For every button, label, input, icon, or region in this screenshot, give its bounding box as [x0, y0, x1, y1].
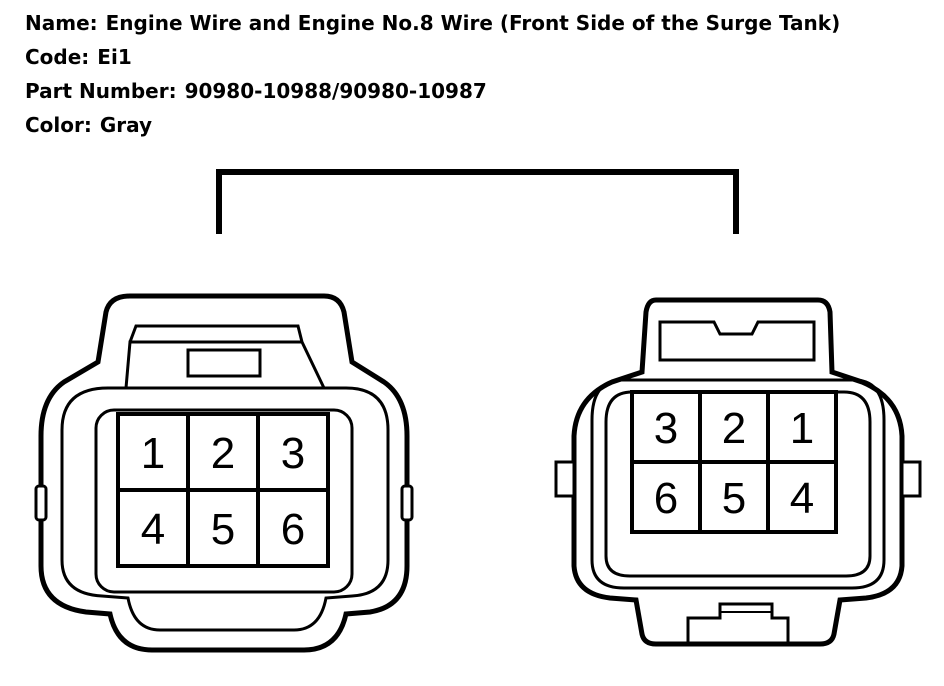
mating-bracket — [216, 169, 739, 234]
left-connector-latch — [186, 348, 262, 378]
left-pin-label: 5 — [211, 505, 235, 554]
name-value: Engine Wire and Engine No.8 Wire (Front … — [105, 11, 841, 35]
right-pin-label: 2 — [722, 404, 746, 453]
part-number-line: Part Number: 90980-10988/90980-10987 — [25, 74, 840, 108]
left-connector-cavity-frame — [94, 408, 354, 594]
left-pin-cell — [256, 488, 330, 568]
part-number-label: Part Number: — [25, 79, 177, 103]
right-connector-top-key — [658, 320, 816, 362]
right-pin-label: 4 — [790, 474, 814, 523]
right-connector-side-bump-right — [900, 460, 922, 498]
left-pin-label: 3 — [281, 429, 305, 478]
right-pin-label: 3 — [654, 404, 678, 453]
right-connector-bottom-latch — [686, 602, 790, 644]
right-pin-cell — [766, 460, 838, 534]
code-value: Ei1 — [97, 45, 132, 69]
name-label: Name: — [25, 11, 98, 35]
name-line: Name: Engine Wire and Engine No.8 Wire (F… — [25, 6, 840, 40]
left-pin-label: 1 — [141, 429, 165, 478]
left-connector-side-bump-left — [34, 484, 48, 522]
part-number-value: 90980-10988/90980-10987 — [184, 79, 487, 103]
right-connector-inner-outline-2 — [604, 390, 872, 578]
left-connector-side-bump-right — [400, 484, 414, 522]
connector-info: Name: Engine Wire and Engine No.8 Wire (F… — [25, 6, 840, 142]
right-pin-label: 1 — [790, 404, 814, 453]
right-connector-housing — [571, 297, 905, 647]
right-pin-label: 5 — [722, 474, 746, 523]
left-connector-housing — [38, 293, 410, 653]
right-pin-label: 6 — [654, 474, 678, 523]
left-connector-lock-tab — [124, 324, 326, 389]
left-pin-label: 6 — [281, 505, 305, 554]
color-value: Gray — [99, 113, 153, 137]
code-line: Code: Ei1 — [25, 40, 840, 74]
color-line: Color: Gray — [25, 108, 840, 142]
left-pin-label: 2 — [211, 429, 235, 478]
left-connector-inner-outline — [60, 386, 390, 632]
left-pin-label: 4 — [141, 505, 165, 554]
color-label: Color: — [25, 113, 92, 137]
right-connector-inner-outline — [590, 378, 886, 590]
right-connector-side-bump-left — [554, 460, 576, 498]
code-label: Code: — [25, 45, 90, 69]
